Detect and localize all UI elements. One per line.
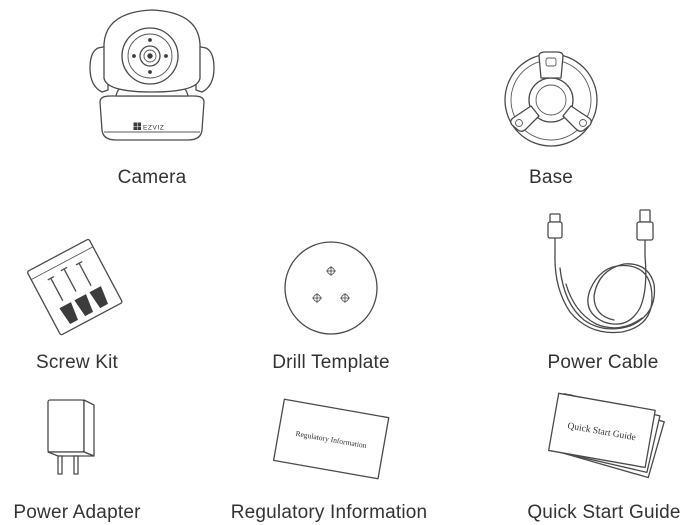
screw-kit-illustration — [27, 238, 123, 336]
base-illustration — [504, 51, 598, 147]
power-cable-illustration — [547, 209, 656, 334]
power-cable-label: Power Cable — [547, 352, 659, 373]
camera-label: Camera — [117, 167, 187, 188]
quick-start-guide-label: Quick Start Guide — [527, 502, 681, 523]
drill-template-label: Drill Template — [272, 352, 390, 373]
quick-start-guide-illustration: Quick Start Guide — [547, 392, 665, 479]
power-adapter-illustration — [47, 399, 95, 475]
regulatory-information-label: Regulatory Information — [230, 502, 428, 523]
drill-template-illustration — [284, 241, 378, 335]
camera-logo-text: EZVIZ — [143, 125, 164, 132]
screw-kit-label: Screw Kit — [35, 352, 119, 373]
drill-hole-marks — [312, 266, 350, 303]
power-adapter-label: Power Adapter — [13, 502, 141, 523]
camera-illustration: EZVIZ — [89, 9, 215, 141]
regulatory-information-illustration: Regulatory Information — [272, 398, 390, 480]
base-label: Base — [528, 167, 574, 188]
